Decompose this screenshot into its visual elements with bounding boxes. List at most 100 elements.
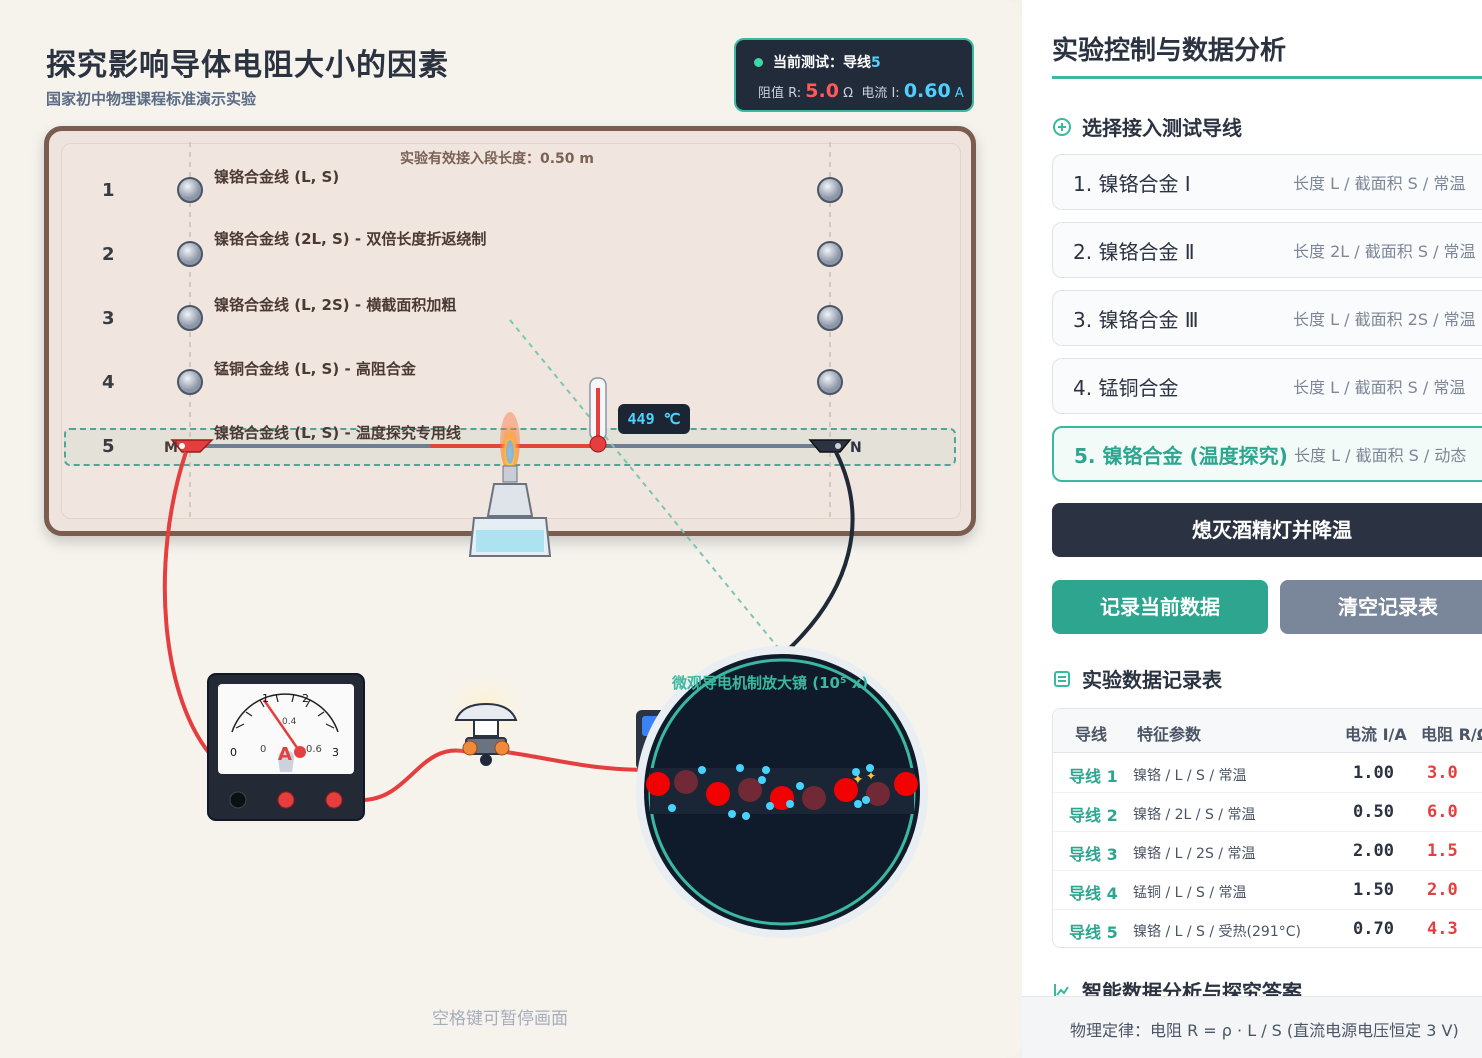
- wire-option-1[interactable]: 1. 镍铬合金 Ⅰ 长度 L / 截面积 S / 常温: [1052, 154, 1482, 210]
- wire-name-3: 镍铬合金线 (L, 2S) - 横截面积加粗: [214, 296, 457, 314]
- row-param: 镍铬 / L / S / 受热(291°C): [1133, 924, 1301, 940]
- extinguish-button[interactable]: 熄灭酒精灯并降温: [1052, 503, 1482, 557]
- testing-label: 当前测试：导线: [773, 55, 871, 71]
- row-current: 0.50: [1353, 802, 1394, 822]
- page-title: 探究影响导体电阻大小的因素: [46, 48, 449, 83]
- svg-text:✦: ✦: [852, 772, 864, 788]
- pause-hint: 空格键可暂停画面: [432, 1009, 568, 1029]
- table-row: 导线 2 镍铬 / 2L / S / 常温 0.50 6.0: [1053, 793, 1482, 832]
- r-value: 5.0: [805, 80, 839, 102]
- testing-value: 5: [871, 55, 881, 71]
- clip-n-icon[interactable]: [808, 439, 852, 453]
- wire-name-5: 镍铬合金线 (L, S) - 温度探究专用线: [214, 424, 461, 442]
- row-param: 锰铜 / L / S / 常温: [1133, 885, 1247, 901]
- magnifier-link: [509, 319, 781, 651]
- wire-option-label: 2. 镍铬合金 Ⅱ: [1073, 239, 1195, 264]
- wire-option-label: 1. 镍铬合金 Ⅰ: [1073, 171, 1191, 196]
- clear-button[interactable]: 清空记录表: [1280, 580, 1482, 634]
- status-panel: 当前测试：导线5 阻值 R: 5.0 Ω 电流 I: 0.60 A: [734, 38, 974, 112]
- wire-option-desc: 长度 2L / 截面积 S / 常温: [1293, 242, 1476, 261]
- ammeter-needle: [262, 699, 302, 753]
- clip-m-label: M: [164, 440, 178, 456]
- red-lead: [162, 451, 217, 762]
- row-resistance: 2.0: [1427, 880, 1458, 900]
- scale-bottom-3: 0.6: [306, 744, 322, 755]
- panel-title: 实验控制与数据分析: [1052, 36, 1287, 66]
- wire-number-4: 4: [102, 372, 115, 393]
- col-resistance: 电阻 R/Ω: [1421, 725, 1482, 744]
- wire-name-2: 镍铬合金线 (2L, S) - 双倍长度折返绕制: [214, 230, 487, 248]
- wire-number-3: 3: [102, 308, 115, 329]
- clip-m-icon[interactable]: [170, 439, 214, 453]
- title-underline: [1052, 76, 1482, 79]
- row-wire: 导线 5: [1069, 923, 1118, 942]
- temperature-readout: 449 ℃: [618, 404, 690, 434]
- wire-number-2: 2: [102, 244, 115, 265]
- row-resistance: 6.0: [1427, 802, 1458, 822]
- black-lead: [788, 451, 855, 650]
- wire-option-5[interactable]: 5. 镍铬合金 (温度探究) 长度 L / 截面积 S / 动态: [1052, 426, 1482, 482]
- table-row: 导线 5 镍铬 / L / S / 受热(291°C) 0.70 4.3: [1053, 910, 1482, 947]
- wire-2[interactable]: [177, 241, 843, 267]
- row-param: 镍铬 / 2L / S / 常温: [1133, 807, 1256, 823]
- i-label: 电流 I:: [861, 86, 900, 101]
- col-param: 特征参数: [1137, 725, 1202, 744]
- table-row: 导线 1 镍铬 / L / S / 常温 1.00 3.0: [1053, 754, 1482, 793]
- col-wire: 导线: [1075, 725, 1108, 744]
- row-param: 镍铬 / L / 2S / 常温: [1133, 846, 1256, 862]
- alcohol-burner-icon[interactable]: [468, 412, 552, 557]
- row-wire: 导线 1: [1069, 767, 1118, 786]
- wire-number-5: 5: [102, 436, 115, 457]
- thermometer-icon: [589, 377, 607, 453]
- i-unit: A: [954, 86, 964, 101]
- record-button[interactable]: 记录当前数据: [1052, 580, 1268, 634]
- table-heading-text: 实验数据记录表: [1082, 668, 1222, 692]
- wire-option-label: 4. 锰铜合金: [1073, 375, 1179, 400]
- magnifier-lens: ✦ ✦: [636, 646, 928, 938]
- scale-bottom-2: 0.4: [282, 717, 297, 727]
- wire-option-4[interactable]: 4. 锰铜合金 长度 L / 截面积 S / 常温: [1052, 358, 1482, 414]
- table-header: 导线 特征参数 电流 I/A 电阻 R/Ω: [1053, 709, 1482, 753]
- row-resistance: 1.5: [1427, 841, 1458, 861]
- wire-option-desc: 长度 L / 截面积 2S / 常温: [1293, 310, 1476, 329]
- scale-top-1: 1: [262, 692, 269, 705]
- i-value: 0.60: [903, 80, 951, 102]
- row-param: 镍铬 / L / S / 常温: [1133, 768, 1247, 784]
- wire-option-label: 5. 镍铬合金 (温度探究): [1074, 443, 1288, 468]
- table-icon: [1054, 670, 1070, 687]
- wire-number-1: 1: [102, 180, 115, 201]
- circuit-scene: ✦ ✦ 1 2 0 0 0.4 0.6 3 A M N: [162, 142, 928, 938]
- row-current: 0.70: [1353, 919, 1394, 939]
- table-row: 导线 4 锰铜 / L / S / 常温 1.50 2.0: [1053, 871, 1482, 910]
- magnifier-label: 微观导电机制放大镜 (10⁵ x): [672, 674, 869, 692]
- scale-bottom-4: 3: [332, 746, 339, 759]
- page-subtitle: 国家初中物理课程标准演示实验: [46, 90, 257, 108]
- wire-1[interactable]: [177, 177, 843, 203]
- wire-option-desc: 长度 L / 截面积 S / 常温: [1293, 378, 1466, 397]
- wire-3[interactable]: [177, 305, 843, 331]
- wire-option-desc: 长度 L / 截面积 S / 常温: [1293, 174, 1466, 193]
- scale-bottom-1: 0: [260, 744, 266, 755]
- table-row: 导线 3 镍铬 / L / 2S / 常温 2.00 1.5: [1053, 832, 1482, 871]
- readout-row: 阻值 R: 5.0 Ω 电流 I: 0.60 A: [758, 80, 964, 102]
- scale-top-2: 2: [302, 692, 309, 705]
- ammeter-symbol: A: [278, 744, 292, 765]
- live-dot-icon: [754, 58, 763, 67]
- row-current: 2.00: [1353, 841, 1394, 861]
- control-panel: 实验控制与数据分析 选择接入测试导线 1. 镍铬合金 Ⅰ 长度 L / 截面积 …: [1022, 0, 1482, 1058]
- scale-bottom-0: 0: [230, 746, 237, 759]
- wire-option-desc: 长度 L / 截面积 S / 动态: [1294, 446, 1467, 465]
- row-resistance: 4.3: [1427, 919, 1458, 939]
- r-unit: Ω: [843, 86, 854, 101]
- wire-name-4: 锰铜合金线 (L, S) - 高阻合金: [214, 360, 416, 378]
- wire-option-3[interactable]: 3. 镍铬合金 Ⅲ 长度 L / 截面积 2S / 常温: [1052, 290, 1482, 346]
- wire-4[interactable]: [177, 369, 843, 395]
- wire-option-2[interactable]: 2. 镍铬合金 Ⅱ 长度 2L / 截面积 S / 常温: [1052, 222, 1482, 278]
- effective-length-label: 实验有效接入段长度：0.50 m: [400, 151, 595, 167]
- lead-ammeter-switch: [361, 748, 469, 802]
- law-text: 物理定律：电阻 R = ρ · L / S (直流电源电压恒定 3 V): [1070, 1021, 1459, 1040]
- row-current: 1.00: [1353, 763, 1394, 783]
- clip-n-label: N: [850, 440, 862, 456]
- switch-icon[interactable]: [436, 662, 536, 766]
- row-wire: 导线 3: [1069, 845, 1118, 864]
